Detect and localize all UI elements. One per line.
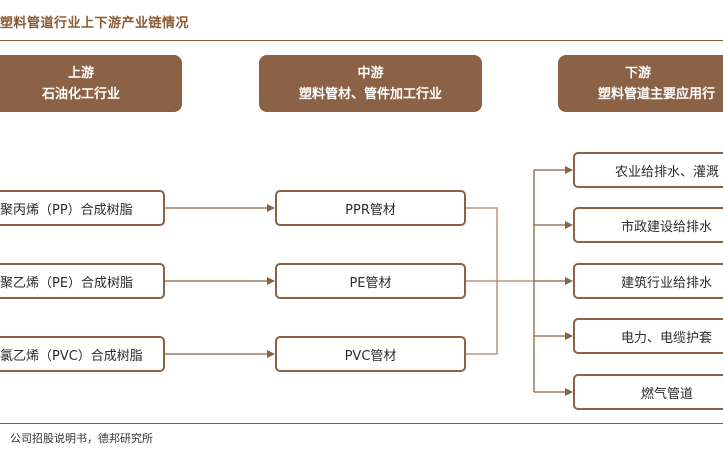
merge-line-pvc (466, 281, 498, 355)
downstream-header: 下游 塑料管道主要应用行 (558, 55, 723, 112)
midstream-item-pe: PE管材 (275, 263, 466, 299)
source-note: 公司招股说明书，德邦研究所 (10, 432, 153, 445)
midstream-header-label: 中游 (357, 65, 384, 81)
upstream-item-pp: 聚丙烯（PP）合成树脂 (0, 190, 165, 226)
downstream-item-label: 燃气管道 (641, 386, 694, 402)
upstream-header-sublabel: 石油化工行业 (41, 86, 120, 102)
downstream-item-label: 农业给排水、灌溉 (615, 164, 720, 180)
downstream-item-label: 建筑行业给排水 (621, 275, 713, 291)
midstream-item-label: PVC管材 (344, 348, 397, 364)
midstream-item-ppr: PPR管材 (275, 190, 466, 226)
title-divider (0, 40, 723, 41)
downstream-item-power: 电力、电缆护套 (573, 318, 723, 354)
source-divider (0, 423, 723, 424)
midstream-header: 中游 塑料管材、管件加工行业 (259, 55, 482, 112)
midstream-header-sublabel: 塑料管材、管件加工行业 (298, 86, 442, 102)
upstream-item-label: 聚乙烯（PE）合成树脂 (0, 275, 134, 291)
downstream-item-agriculture: 农业给排水、灌溉 (573, 152, 723, 188)
downstream-item-gas: 燃气管道 (573, 374, 723, 410)
upstream-header-label: 上游 (67, 65, 94, 81)
midstream-item-label: PE管材 (349, 275, 392, 291)
merge-line-ppr (466, 207, 498, 281)
downstream-item-label: 市政建设给排水 (621, 219, 713, 235)
downstream-header-sublabel: 塑料管道主要应用行 (598, 86, 716, 102)
upstream-item-pe: 聚乙烯（PE）合成树脂 (0, 263, 165, 299)
downstream-header-label: 下游 (624, 65, 651, 81)
midstream-item-label: PPR管材 (345, 202, 396, 218)
upstream-item-pvc: 氯乙烯（PVC）合成树脂 (0, 336, 165, 372)
upstream-item-label: 聚丙烯（PP）合成树脂 (0, 202, 133, 218)
upstream-header: 上游 石油化工行业 (0, 55, 182, 112)
upstream-item-label: 氯乙烯（PVC）合成树脂 (0, 348, 143, 364)
downstream-item-municipal: 市政建设给排水 (573, 207, 723, 243)
diagram-title: 塑料管道行业上下游产业链情况 (0, 16, 190, 31)
downstream-item-building: 建筑行业给排水 (573, 263, 723, 299)
midstream-item-pvc: PVC管材 (275, 336, 466, 372)
downstream-item-label: 电力、电缆护套 (621, 330, 713, 346)
